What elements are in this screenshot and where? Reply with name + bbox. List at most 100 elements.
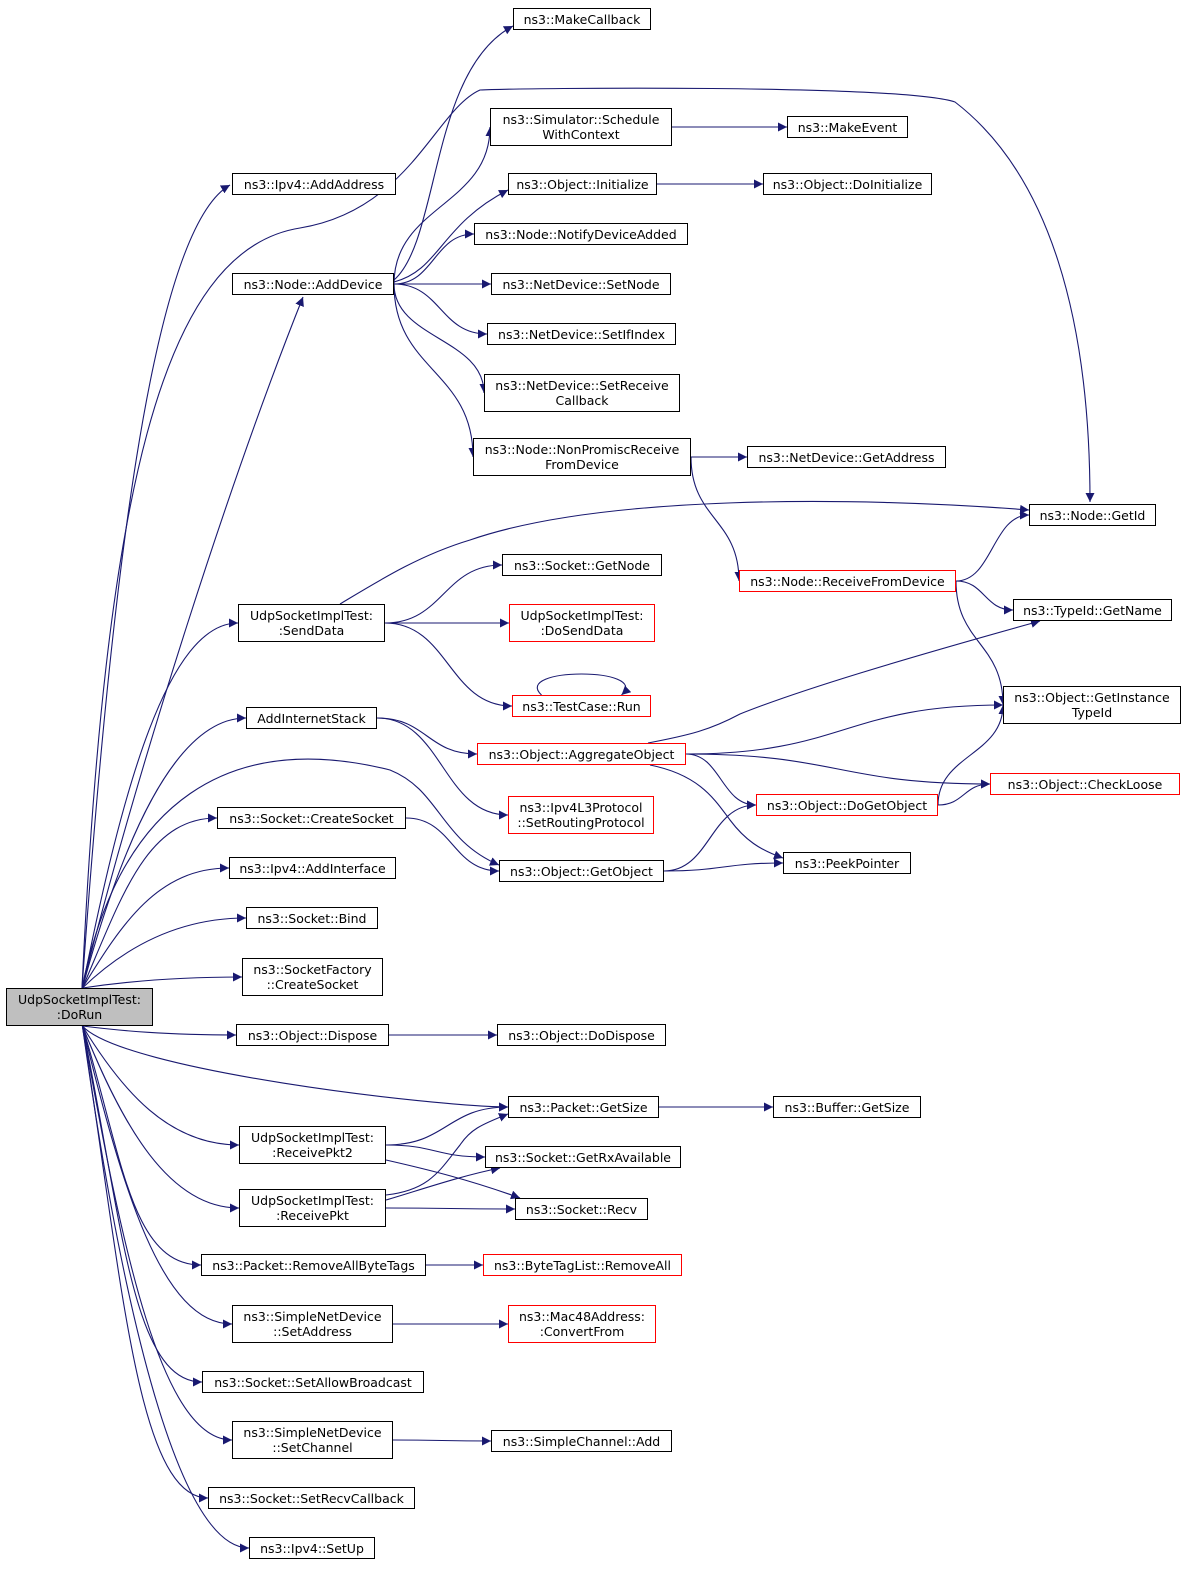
node-packet-getsize[interactable]: ns3::Packet::GetSize (508, 1096, 659, 1118)
node-label: ns3::Packet::RemoveAllByteTags (212, 1257, 415, 1273)
node-setrecvcallback[interactable]: ns3::Socket::SetRecvCallback (208, 1487, 415, 1509)
node-nd-setnode[interactable]: ns3::NetDevice::SetNode (491, 273, 671, 295)
node-nd-setifindex[interactable]: ns3::NetDevice::SetIfIndex (487, 323, 676, 345)
node-ipv4-addaddress[interactable]: ns3::Ipv4::AddAddress (232, 173, 396, 195)
node-obj-dodispose[interactable]: ns3::Object::DoDispose (497, 1024, 666, 1046)
edge-node-adddevice-to-nd-setifindex (393, 283, 488, 339)
edge-root-to-node-adddevice (81, 296, 304, 989)
edge-aggregateobject-to-typeid-getname (647, 619, 1041, 744)
node-bytetaglist-removeall[interactable]: ns3::ByteTagList::RemoveAll (483, 1254, 682, 1276)
node-label: ns3::NetDevice::GetAddress (758, 449, 935, 465)
edge-snd-setchannel-to-simplechannel-add (392, 1436, 492, 1446)
edge-node-nonpromisc-to-node-receivefromdevice (690, 456, 744, 582)
node-aggregateobject[interactable]: ns3::Object::AggregateObject (477, 743, 686, 765)
node-label: UdpSocketImplTest: (18, 992, 141, 1007)
edge-testcase-run-to-testcase-run (537, 673, 632, 696)
node-label: ns3::Node::NonPromiscReceive (484, 442, 680, 457)
node-getrxavailable[interactable]: ns3::Socket::GetRxAvailable (485, 1146, 681, 1168)
node-setroutingprotocol[interactable]: ns3::Ipv4L3Protocol::SetRoutingProtocol (508, 796, 654, 834)
node-factory-createsocket[interactable]: ns3::SocketFactory::CreateSocket (242, 958, 383, 996)
node-snd-setchannel[interactable]: ns3::SimpleNetDevice::SetChannel (232, 1421, 393, 1459)
edge-senddata-to-socket-getnode (384, 560, 503, 624)
node-node-notify[interactable]: ns3::Node::NotifyDeviceAdded (474, 223, 688, 245)
edge-root-to-ipv4-addaddress (81, 184, 231, 989)
node-snd-setaddress[interactable]: ns3::SimpleNetDevice::SetAddress (232, 1305, 393, 1343)
node-nd-getaddress[interactable]: ns3::NetDevice::GetAddress (747, 446, 946, 468)
node-mac48-convertfrom[interactable]: ns3::Mac48Address::ConvertFrom (508, 1305, 656, 1343)
edge-node-adddevice-to-sim-schedule (393, 126, 495, 285)
node-obj-doinitialize[interactable]: ns3::Object::DoInitialize (763, 173, 932, 195)
node-label: ns3::TypeId::GetName (1023, 602, 1162, 618)
node-ipv4-setup[interactable]: ns3::Ipv4::SetUp (249, 1537, 375, 1559)
node-receivepkt[interactable]: UdpSocketImplTest::ReceivePkt (239, 1189, 386, 1227)
edge-aggregateobject-to-getinstancetypeid (685, 700, 1004, 755)
node-peekpointer[interactable]: ns3::PeekPointer (783, 852, 911, 874)
node-label: AddInternetStack (257, 710, 366, 726)
edge-node-adddevice-to-nd-setreceive (393, 283, 489, 394)
edge-receivepkt2-to-getrxavailable (385, 1144, 486, 1162)
node-obj-initialize[interactable]: ns3::Object::Initialize (508, 173, 657, 195)
node-createsocket[interactable]: ns3::Socket::CreateSocket (217, 807, 406, 829)
node-buffer-getsize[interactable]: ns3::Buffer::GetSize (773, 1096, 921, 1118)
node-makecallback[interactable]: ns3::MakeCallback (513, 8, 651, 30)
node-label: ns3::Object::Dispose (247, 1027, 378, 1043)
edge-root-to-factory-createsocket (82, 972, 243, 989)
edge-aggregateobject-to-dogetobject (685, 753, 757, 810)
node-label: ns3::Socket::SetAllowBroadcast (214, 1374, 412, 1390)
node-label: :ReceivePkt (276, 1208, 349, 1223)
edge-node-receivefromdevice-to-typeid-getname (955, 580, 1014, 615)
node-label: ns3::Object::CheckLoose (1007, 776, 1163, 792)
edge-receivepkt2-to-socket-recv (385, 1159, 521, 1200)
edge-root-to-obj-dispose (82, 1025, 237, 1040)
node-node-getid[interactable]: ns3::Node::GetId (1029, 504, 1156, 526)
edge-root-to-ipv4-setup (81, 1025, 250, 1553)
node-label: ns3::PeekPointer (794, 855, 900, 871)
node-label: ns3::Node::AddDevice (243, 276, 383, 292)
edge-root-to-packet-getsize (82, 1025, 509, 1112)
node-receivepkt2[interactable]: UdpSocketImplTest::ReceivePkt2 (239, 1126, 386, 1164)
node-typeid-getname[interactable]: ns3::TypeId::GetName (1013, 599, 1172, 621)
node-ipv4-addinterface[interactable]: ns3::Ipv4::AddInterface (229, 857, 396, 879)
node-label: ns3::MakeEvent (797, 119, 898, 135)
edge-aggregateobject-to-peekpointer (649, 764, 784, 860)
node-label: :DoRun (56, 1007, 103, 1022)
edge-senddata-to-node-getid (339, 500, 1030, 605)
node-node-receivefromdevice[interactable]: ns3::Node::ReceiveFromDevice (739, 570, 956, 592)
node-removeallbytetags[interactable]: ns3::Packet::RemoveAllByteTags (201, 1254, 426, 1276)
node-label: ns3::ByteTagList::RemoveAll (493, 1257, 672, 1273)
edge-root-to-removeallbytetags (81, 1025, 202, 1270)
node-socket-getnode[interactable]: ns3::Socket::GetNode (502, 554, 662, 576)
edge-node-receivefromdevice-to-node-getid (955, 510, 1030, 582)
node-socket-bind[interactable]: ns3::Socket::Bind (246, 907, 378, 929)
node-label: ns3::Object::GetObject (510, 863, 653, 879)
node-label: ns3::Socket::GetNode (514, 557, 650, 573)
node-testcase-run[interactable]: ns3::TestCase::Run (512, 695, 651, 717)
edge-node-receivefromdevice-to-getinstancetypeid (955, 580, 1008, 706)
node-label: ns3::Socket::Recv (525, 1201, 638, 1217)
node-socket-recv[interactable]: ns3::Socket::Recv (515, 1198, 648, 1220)
node-makeevent[interactable]: ns3::MakeEvent (787, 116, 908, 138)
node-checkloose[interactable]: ns3::Object::CheckLoose (990, 773, 1180, 795)
edge-getobject-to-peekpointer (663, 858, 784, 872)
node-setallowbroadcast[interactable]: ns3::Socket::SetAllowBroadcast (202, 1371, 424, 1393)
node-dosenddata[interactable]: UdpSocketImplTest::DoSendData (509, 604, 655, 642)
node-senddata[interactable]: UdpSocketImplTest::SendData (238, 604, 385, 642)
edge-dogetobject-to-getinstancetypeid (937, 704, 1008, 806)
node-label: UdpSocketImplTest: (520, 608, 644, 623)
edge-root-to-snd-setchannel (81, 1025, 233, 1445)
node-label: ::SetAddress (273, 1324, 352, 1339)
node-obj-dispose[interactable]: ns3::Object::Dispose (236, 1024, 389, 1046)
node-addinternetstack[interactable]: AddInternetStack (246, 707, 377, 729)
node-label: ns3::NetDevice::SetReceive (495, 378, 669, 393)
node-label: ns3::Socket::Bind (257, 910, 367, 926)
edge-node-adddevice-to-makecallback (393, 25, 514, 281)
node-dogetobject[interactable]: ns3::Object::DoGetObject (756, 794, 938, 816)
node-simplechannel-add[interactable]: ns3::SimpleChannel::Add (491, 1430, 672, 1452)
node-node-adddevice[interactable]: ns3::Node::AddDevice (232, 273, 394, 295)
node-getobject[interactable]: ns3::Object::GetObject (499, 860, 664, 882)
node-label: :ReceivePkt2 (272, 1145, 353, 1160)
